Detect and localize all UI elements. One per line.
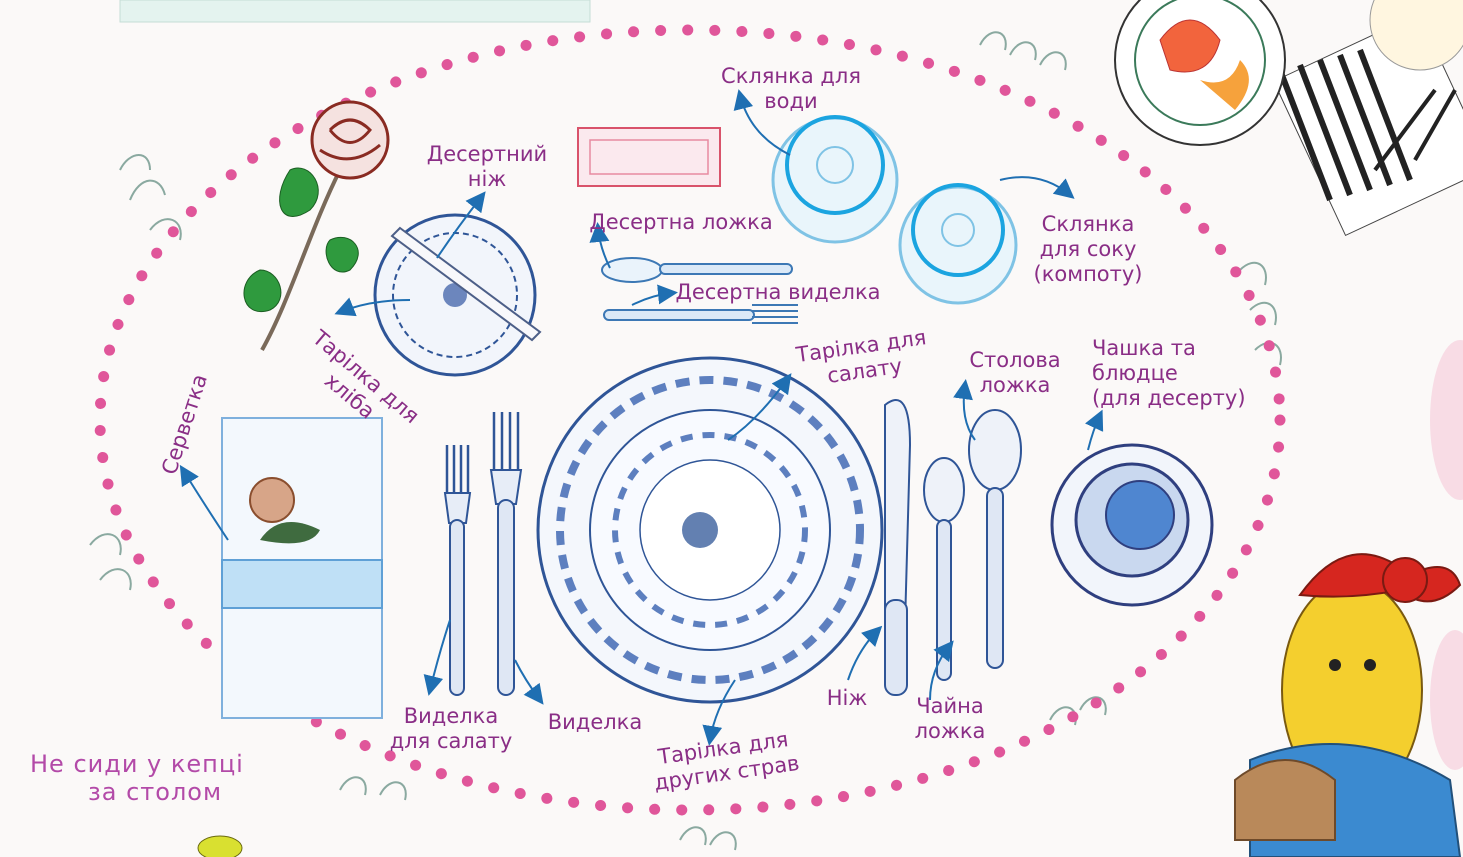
water-glass xyxy=(773,117,897,242)
pink-watercolor-blob xyxy=(1430,630,1463,770)
dinner-fork xyxy=(491,412,521,695)
salad-fork xyxy=(445,445,470,695)
rose-illustration xyxy=(244,102,388,350)
corner-dessert-plate xyxy=(1115,0,1463,235)
arrow-fork xyxy=(515,660,540,700)
bee-icon xyxy=(198,836,242,857)
label-fork: Виделка xyxy=(535,710,655,735)
arrow-knife xyxy=(848,630,878,680)
motto-text: Не сиди у кепці за столом xyxy=(30,750,330,806)
napkin xyxy=(222,418,382,718)
dessert-spoon xyxy=(602,258,792,282)
place-card xyxy=(578,128,720,186)
cup-and-saucer xyxy=(1052,445,1212,605)
dessert-fork xyxy=(604,305,798,323)
label-dessert-fork: Десертна виделка xyxy=(668,280,888,305)
top-banner-edge xyxy=(120,0,590,22)
tablespoon-drawing xyxy=(969,410,1021,668)
label-dessert-spoon: Десертна ложка xyxy=(576,210,786,235)
teaspoon-drawing xyxy=(924,458,964,680)
girl-character xyxy=(1235,554,1460,857)
arrow-cup-saucer xyxy=(1088,415,1100,450)
arrow-salad-fork xyxy=(430,620,450,690)
table-knife xyxy=(885,400,910,695)
juice-glass xyxy=(900,185,1016,303)
dinner-plate xyxy=(538,358,882,702)
label-knife: Ніж xyxy=(812,686,882,711)
pink-watercolor-blob xyxy=(1430,340,1463,500)
arrow-juice-glass xyxy=(1000,177,1070,195)
arrow-dessert-fork xyxy=(632,293,672,305)
